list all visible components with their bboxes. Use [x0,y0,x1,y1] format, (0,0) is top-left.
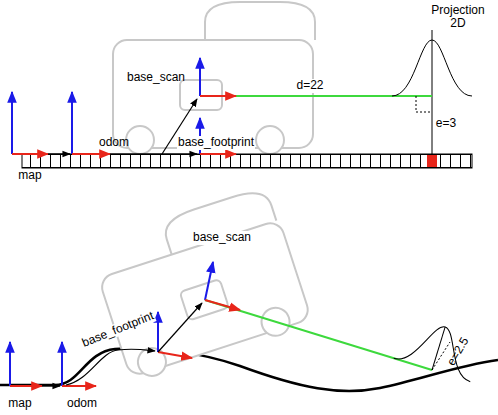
frame-label: map [7,397,32,410]
transform-arrow [42,385,60,386]
robot-wheel [256,126,284,154]
frame-label: odom [98,136,130,149]
error-dotted-line [416,96,417,112]
frame-label: base_footprint [177,136,255,149]
robot-body [98,220,311,378]
robot-outline-tilted [87,185,313,383]
frame-x-axis [200,95,236,97]
frame-x-axis [10,385,42,387]
frame-z-axis [9,342,11,386]
transform-arrow [66,349,155,385]
frame-label: d=22 [295,79,324,92]
projected-cell [427,155,437,167]
ground-ruler [22,154,472,168]
frame-z-axis [205,262,213,300]
robot-wheel [126,126,154,154]
error-dotted-line [416,112,432,113]
frame-x-axis [72,153,110,155]
frame-label: e=3 [435,117,457,130]
frame-z-axis [71,92,73,154]
frame-z-axis [11,92,13,154]
frame-label: odom [66,397,98,410]
transform-arrow [48,153,70,154]
frame-x-axis [200,153,236,155]
frame-x-axis [12,153,48,155]
laser-ray [205,300,432,370]
frame-label: map [17,169,42,182]
frame-x-axis [158,352,192,358]
frame-z-axis [157,312,159,352]
projection-line [432,327,445,370]
robot-outline [113,2,315,154]
gaussian-curve [394,315,484,381]
projection-label: Projection 2D [425,4,491,30]
terrain-curve [0,348,498,391]
robot-head [205,2,315,40]
transform-arrow [158,303,202,352]
laser-ray [222,95,432,97]
gaussian-curve [392,40,472,96]
projection-line [432,30,433,154]
frame-x-axis [205,300,240,310]
gaussian-tilted [394,315,484,381]
frame-label: base_scan [192,231,252,244]
frame-z-axis [199,58,201,96]
frame-label: base_scan [126,71,186,84]
transform-arrow [110,153,197,154]
frame-z-axis [61,342,63,386]
frame-label: e=2.5 [444,335,472,370]
